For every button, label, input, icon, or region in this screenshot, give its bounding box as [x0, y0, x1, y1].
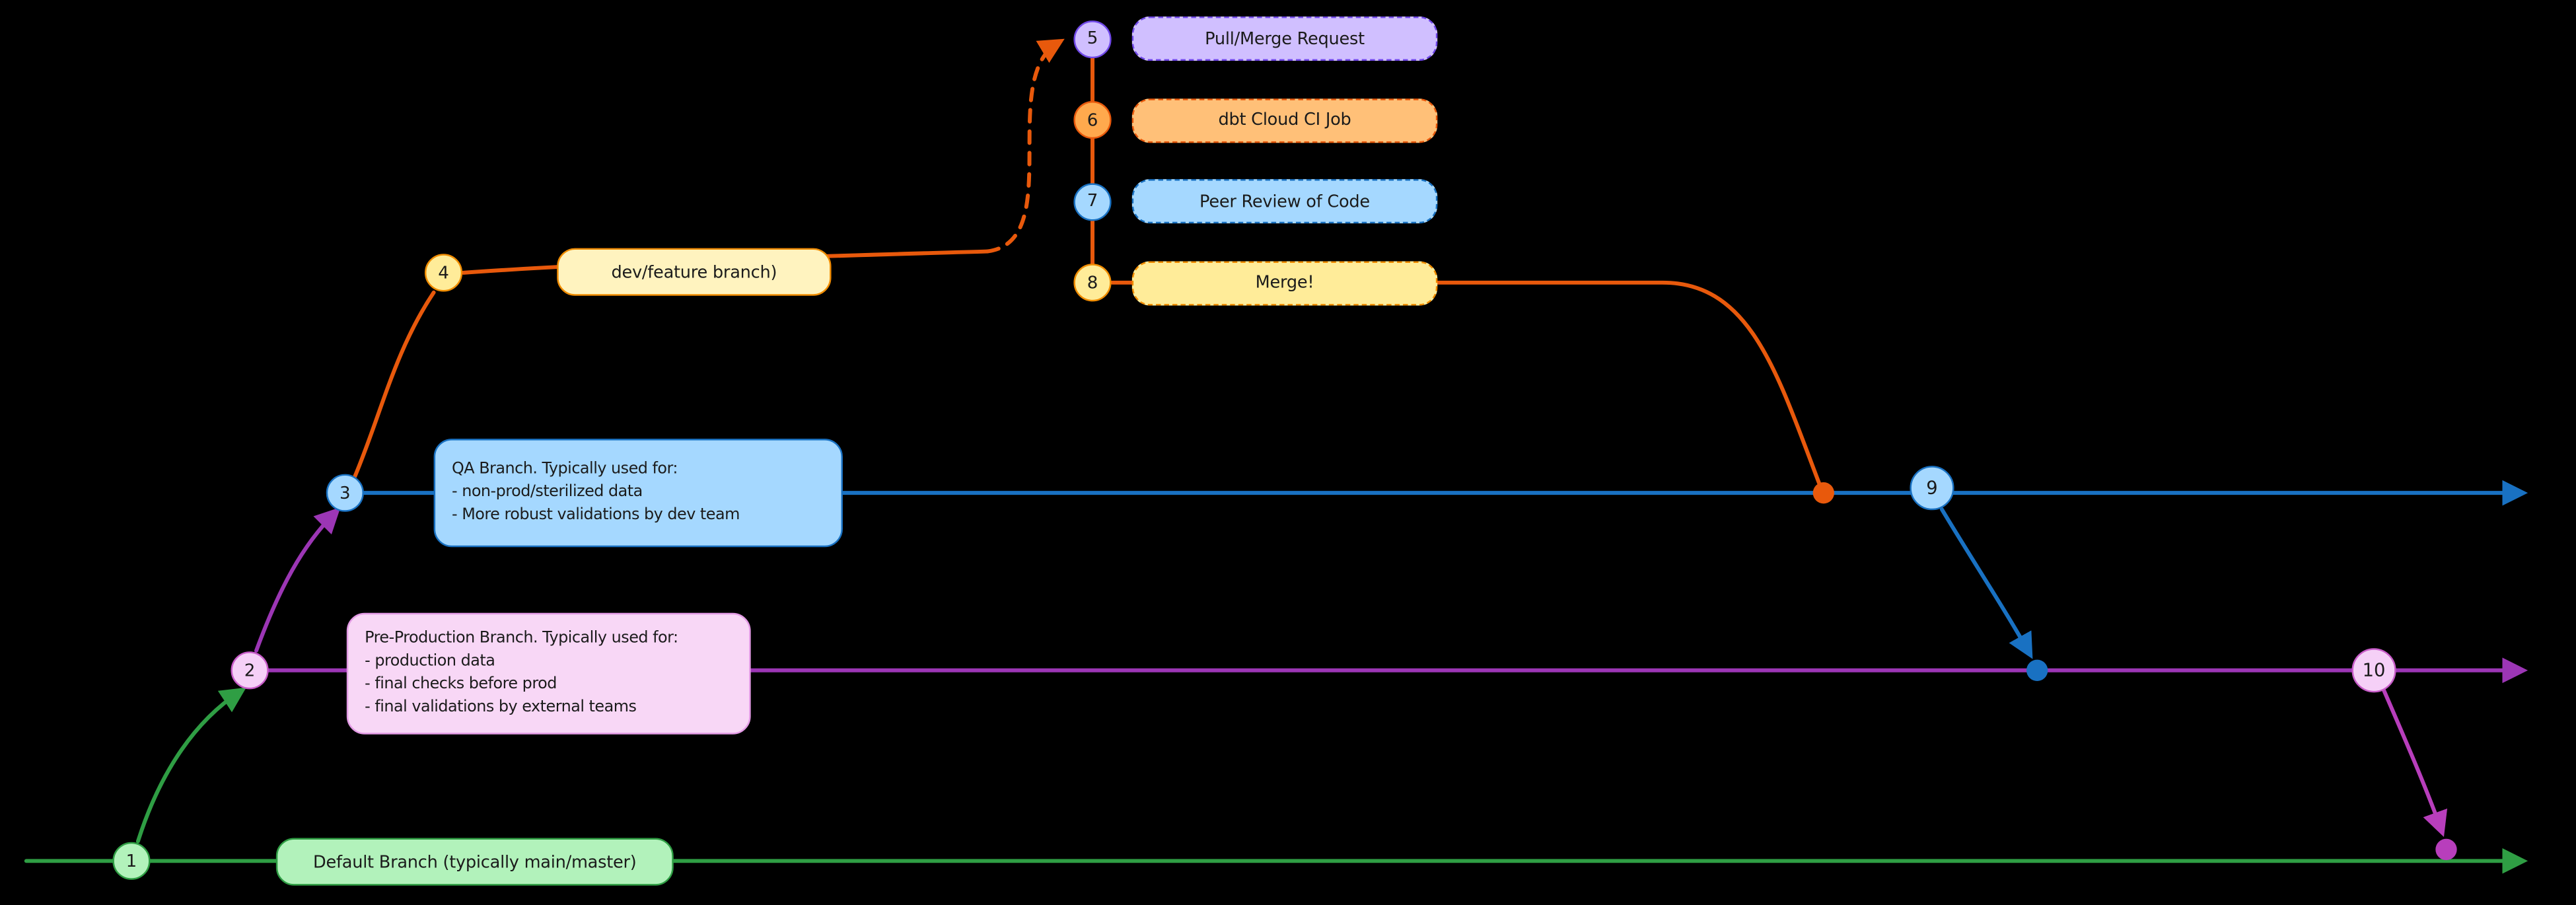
- node-2-number: 2: [244, 660, 256, 680]
- peer-review-box: Peer Review of Code: [1131, 179, 1438, 224]
- preprod-branch-bullet-1: - production data: [365, 652, 495, 671]
- dev-branch-label: dev/feature branch): [611, 262, 777, 282]
- connector-node3-to-node4: [353, 290, 436, 479]
- connector-node9-to-preprod: [1939, 507, 2033, 659]
- node-9-number: 9: [1926, 477, 1938, 499]
- qa-branch-title: QA Branch. Typically used for:: [451, 460, 678, 479]
- node-8-number: 8: [1087, 272, 1098, 293]
- qa-branch-label-box: QA Branch. Typically used for: - non-pro…: [433, 439, 843, 548]
- node-4-circle: 4: [424, 254, 463, 292]
- pull-merge-request-box: Pull/Merge Request: [1131, 16, 1438, 61]
- preprod-branch-bullet-2: - final checks before prod: [365, 675, 557, 694]
- preprod-merge-commit-dot: [2026, 659, 2048, 681]
- node-9-circle: 9: [1910, 466, 1954, 511]
- connector-node10-to-default: [2382, 688, 2448, 838]
- node-7-number: 7: [1087, 191, 1098, 211]
- node-3-circle: 3: [326, 474, 364, 512]
- node-5-number: 5: [1087, 28, 1098, 49]
- default-branch-label: Default Branch (typically main/master): [313, 851, 637, 872]
- node-2-circle: 2: [231, 651, 269, 690]
- connector-node2-to-node3: [254, 507, 341, 653]
- default-branch-label-box: Default Branch (typically main/master): [275, 838, 674, 886]
- node-5-circle: 5: [1073, 19, 1112, 58]
- connector-node1-to-node2: [135, 687, 246, 844]
- node-10-number: 10: [2362, 659, 2386, 681]
- dbt-cloud-ci-job-label: dbt Cloud CI Job: [1218, 110, 1351, 130]
- node-7-circle: 7: [1073, 182, 1112, 221]
- dev-branch-label-box: dev/feature branch): [557, 248, 832, 296]
- node-4-number: 4: [438, 262, 449, 283]
- merge-to-qa-line: [1110, 280, 1822, 489]
- merge-label: Merge!: [1255, 272, 1314, 293]
- qa-merge-commit-dot: [1812, 482, 1835, 504]
- node-1-number: 1: [125, 851, 137, 871]
- node-6-number: 6: [1087, 110, 1098, 130]
- node-10-circle: 10: [2351, 648, 2396, 693]
- preprod-branch-title: Pre-Production Branch. Typically used fo…: [365, 630, 678, 648]
- default-merge-commit-dot: [2435, 838, 2457, 861]
- node-6-circle: 6: [1073, 100, 1112, 139]
- merge-box: Merge!: [1131, 260, 1438, 305]
- node-8-circle: 8: [1073, 264, 1112, 302]
- node-3-number: 3: [340, 483, 351, 503]
- qa-branch-bullet-1: - non-prod/sterilized data: [451, 483, 643, 501]
- pull-merge-request-label: Pull/Merge Request: [1205, 28, 1365, 49]
- dev-to-pull-request-dashed-line: [985, 38, 1065, 254]
- peer-review-label: Peer Review of Code: [1199, 191, 1370, 211]
- node-1-circle: 1: [112, 842, 151, 880]
- dbt-cloud-ci-job-box: dbt Cloud CI Job: [1131, 97, 1438, 143]
- qa-branch-bullet-2: - More robust validations by dev team: [451, 505, 740, 525]
- preprod-branch-label-box: Pre-Production Branch. Typically used fo…: [346, 612, 751, 735]
- preprod-branch-bullet-3: - final validations by external teams: [365, 698, 637, 717]
